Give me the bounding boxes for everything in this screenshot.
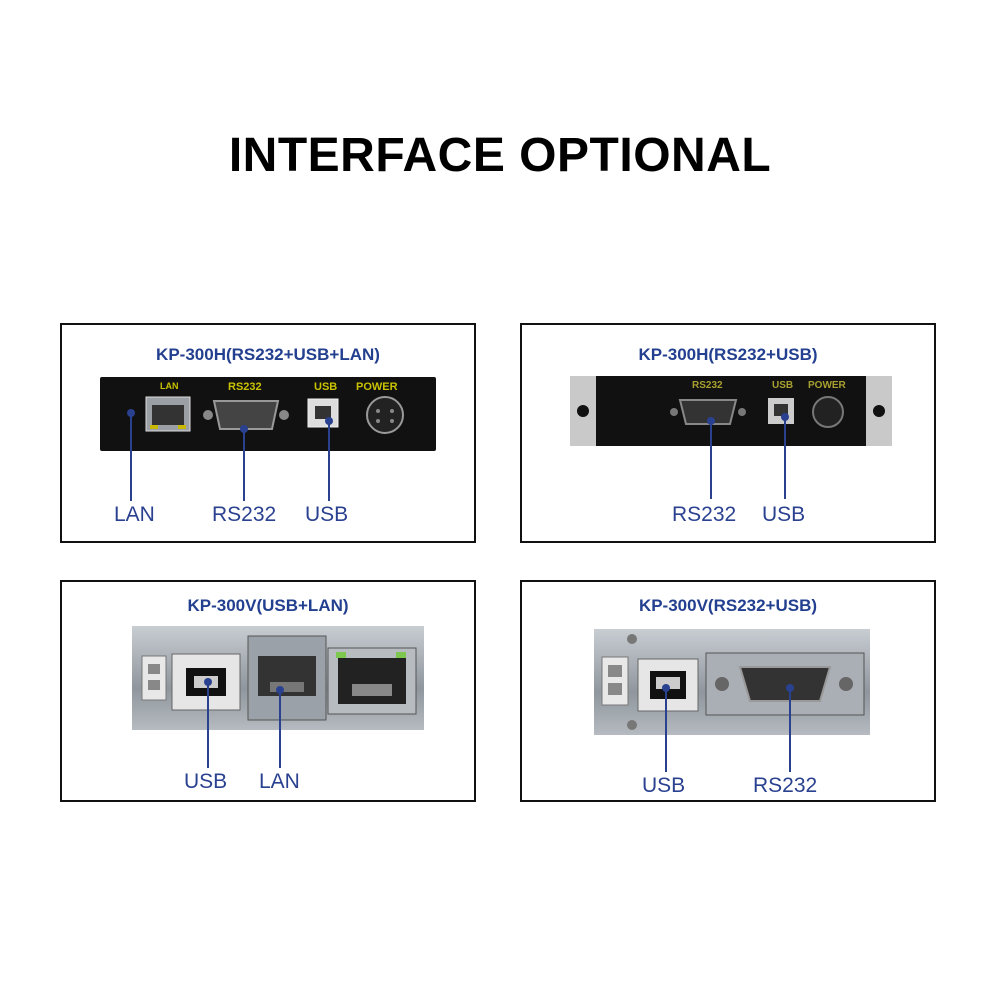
callout-line-lan <box>130 413 132 501</box>
printer-back-photo <box>132 626 424 730</box>
panel-title: KP-300H(RS232+USB+LAN) <box>156 345 380 364</box>
port-label-rs232: RS232 <box>228 381 262 393</box>
callout-line-usb <box>328 421 330 501</box>
ports-illustration <box>145 396 404 434</box>
ports-illustration <box>141 635 417 721</box>
port-label-usb: USB <box>314 381 338 393</box>
callout-label-rs232: RS232 <box>672 503 737 526</box>
callout-label-lan: LAN <box>259 770 300 793</box>
panel-kp300h-rs232-usb: KP-300H(RS232+USB) RS232 USB POWER RS232… <box>520 323 936 543</box>
printer-back-photo: LAN RS232 USB POWER <box>100 377 436 451</box>
callout-line-lan <box>279 690 281 768</box>
callout-label-usb: USB <box>762 503 806 526</box>
callout-line-rs232 <box>710 421 712 499</box>
panel-kp300h-rs232-usb-lan: KP-300H(RS232+USB+LAN) LAN RS232 USB POW… <box>60 323 476 543</box>
ports-illustration <box>577 396 885 428</box>
panel-kp300v-rs232-usb: KP-300V(RS232+USB) USB RS232 <box>520 580 936 802</box>
printer-back-photo <box>594 629 870 735</box>
callout-label-usb: USB <box>184 770 228 793</box>
callout-line-usb <box>784 417 786 499</box>
panel-title: KP-300V(USB+LAN) <box>187 596 349 615</box>
panel-kp300v-usb-lan: KP-300V(USB+LAN) USB LAN <box>60 580 476 802</box>
panel-title: KP-300V(RS232+USB) <box>638 596 818 615</box>
callout-label-lan: LAN <box>114 503 155 526</box>
port-label-usb: USB <box>772 380 794 391</box>
callout-line-usb <box>665 688 667 772</box>
port-label-rs232: RS232 <box>692 380 723 391</box>
port-label-power: POWER <box>356 381 398 393</box>
page-title: INTERFACE OPTIONAL <box>228 129 772 182</box>
callout-line-rs232 <box>243 429 245 501</box>
port-label-power: POWER <box>808 380 846 391</box>
ports-illustration <box>601 634 865 730</box>
callout-line-usb <box>207 682 209 768</box>
printer-back-photo: RS232 USB POWER <box>570 376 892 446</box>
callout-label-rs232: RS232 <box>212 503 277 526</box>
callout-label-usb: USB <box>305 503 349 526</box>
panel-title: KP-300H(RS232+USB) <box>638 345 818 364</box>
callout-label-rs232: RS232 <box>753 774 818 797</box>
port-label-lan: LAN <box>160 381 179 391</box>
callout-line-rs232 <box>789 688 791 772</box>
callout-label-usb: USB <box>642 774 686 797</box>
